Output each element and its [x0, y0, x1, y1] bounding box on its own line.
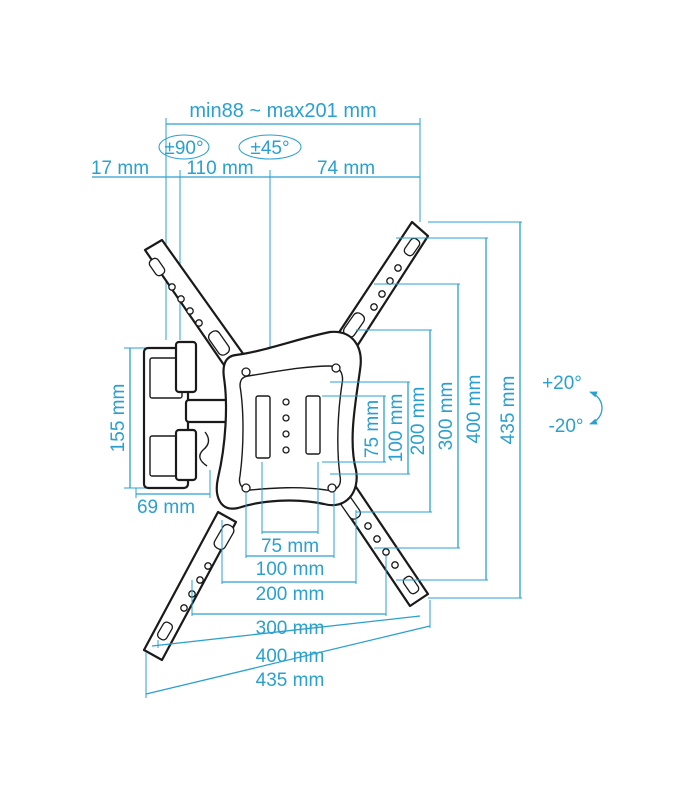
vesa-v-400: 400 mm — [464, 375, 485, 444]
vesa-v-75: 75 mm — [362, 400, 383, 458]
wall-plate-dimensions: 155 mm 69 mm — [108, 347, 211, 518]
rail-bottom-right — [334, 482, 430, 608]
swivel-arm-label: ±45° — [250, 138, 289, 159]
rail-bottom-left — [142, 510, 238, 662]
vesa-h-75: 75 mm — [261, 536, 319, 557]
swivel-arm-oval — [238, 134, 302, 160]
vesa-v-200: 200 mm — [408, 387, 429, 456]
swivel-label: ±90° — [164, 138, 203, 159]
vesa-h-200: 200 mm — [256, 584, 325, 605]
offset-mid-label: 110 mm — [186, 158, 253, 179]
swivel-oval — [158, 134, 210, 160]
offset-left-label: 17 mm — [91, 158, 149, 179]
wall-width-label: 69 mm — [137, 497, 195, 518]
vesa-vertical-dimensions: 75 mm 100 mm 200 mm 300 mm 400 mm 435 mm — [322, 221, 522, 599]
central-slot-left — [255, 395, 271, 459]
mount-drawing — [142, 220, 430, 662]
cable-tie-icon — [199, 431, 210, 467]
wall-bracket-bottom — [174, 428, 198, 482]
tilt-arrow-icon — [589, 391, 603, 425]
offset-right-label: 74 mm — [317, 158, 375, 179]
vesa-v-435: 435 mm — [498, 376, 519, 445]
vesa-v-100: 100 mm — [386, 394, 407, 463]
central-slot-right — [305, 395, 321, 455]
wall-height-label: 155 mm — [108, 384, 129, 453]
wall-bracket-top — [174, 340, 198, 394]
depth-range-label: min88 ~ max201 mm — [189, 100, 376, 122]
tilt-indicator: +20° -20° — [542, 373, 603, 437]
vesa-v-300: 300 mm — [436, 382, 457, 451]
top-dimensions: min88 ~ max201 mm ±90° ±45° 17 mm 110 mm… — [91, 100, 421, 352]
vesa-h-400: 400 mm — [256, 646, 325, 667]
tilt-up-label: +20° — [542, 373, 582, 394]
vesa-h-100: 100 mm — [256, 559, 325, 580]
vesa-h-300: 300 mm — [256, 618, 325, 639]
vesa-h-435: 435 mm — [256, 670, 325, 691]
vesa-horizontal-dimensions: 75 mm 100 mm 200 mm 300 mm 400 mm 435 mm — [145, 462, 431, 698]
tilt-down-label: -20° — [548, 416, 583, 437]
